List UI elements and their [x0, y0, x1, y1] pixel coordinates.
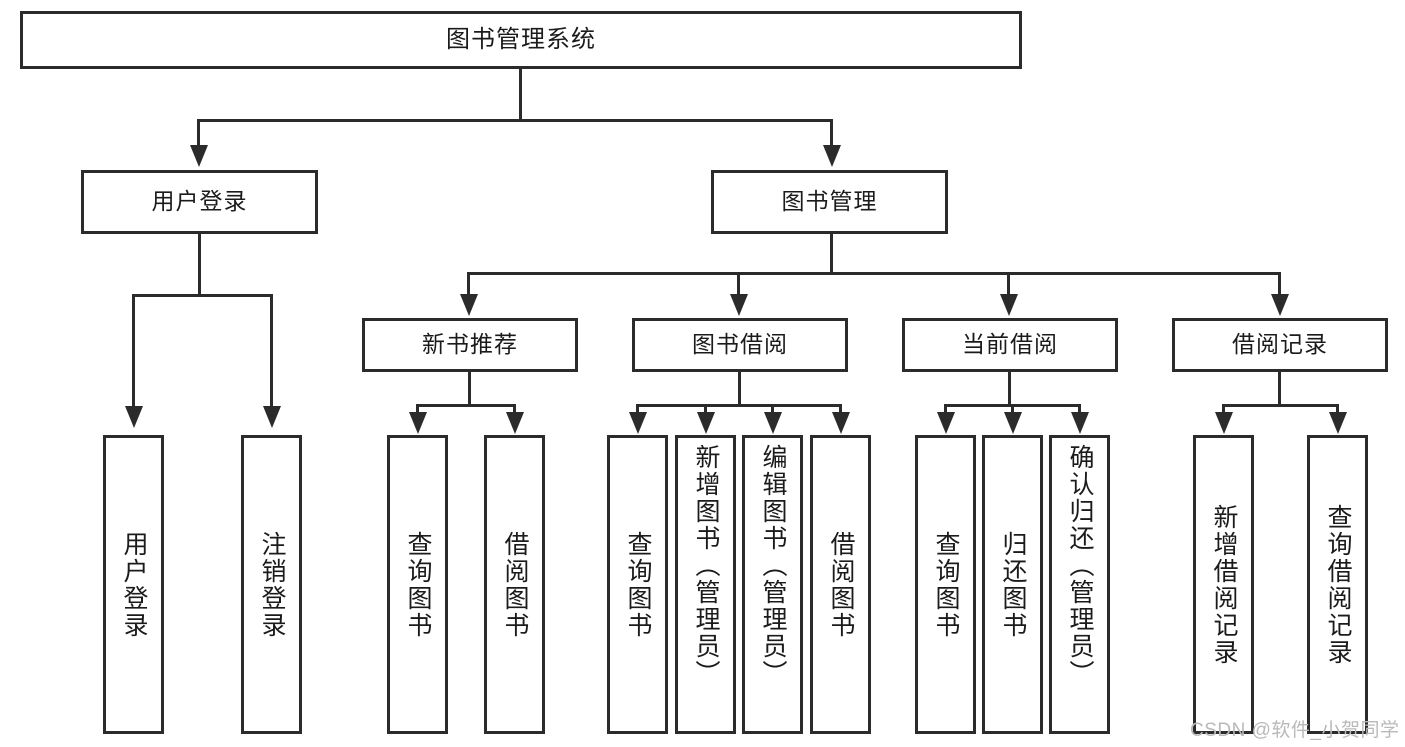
connector-bm-to-current-borrow: [1007, 272, 1010, 296]
leaf-label: 确认归还（管理员）: [1066, 444, 1094, 687]
connector-bb-to-leaf-1: [636, 404, 639, 414]
leaf-add-borrow-record[interactable]: 新增借阅记录: [1193, 435, 1254, 734]
connector-book-management-bus: [467, 272, 1281, 275]
arrowhead-bb-to-leaf-1: [629, 412, 647, 434]
arrowhead-user-login-to-leaf-1: [125, 406, 143, 428]
connector-user-login-to-leaf-2: [270, 294, 273, 408]
arrowhead-root-to-user-login: [190, 145, 208, 167]
arrowhead-bb-to-leaf-2: [697, 412, 715, 434]
connector-cb-to-leaf-2: [1011, 404, 1014, 414]
arrowhead-cb-to-leaf-3: [1071, 412, 1089, 434]
connector-br-to-leaf-2: [1336, 404, 1339, 414]
leaf-label: 用户登录: [120, 530, 148, 639]
connector-bm-to-borrow-record: [1278, 272, 1281, 296]
csdn-watermark: CSDN @软件_小贺同学: [1190, 720, 1400, 741]
connector-user-login-to-leaf-1: [132, 294, 135, 408]
connector-new-book-to-leaf-2: [513, 404, 516, 414]
node-user-login[interactable]: 用户登录: [81, 170, 318, 234]
arrowhead-cb-to-leaf-1: [937, 412, 955, 434]
connector-current-borrow-stem: [1008, 372, 1011, 406]
connector-cb-to-leaf-1: [944, 404, 947, 414]
leaf-label: 借阅图书: [827, 530, 855, 639]
node-new-book-recommend[interactable]: 新书推荐: [362, 318, 578, 372]
arrowhead-bm-to-current-borrow: [1000, 294, 1018, 316]
node-book-management[interactable]: 图书管理: [711, 170, 948, 234]
arrowhead-bm-to-new-book: [460, 294, 478, 316]
node-book-borrow[interactable]: 图书借阅: [632, 318, 848, 372]
leaf-query-borrow-record[interactable]: 查询借阅记录: [1307, 435, 1368, 734]
arrowhead-br-to-leaf-1: [1215, 412, 1233, 434]
connector-br-to-leaf-1: [1222, 404, 1225, 414]
leaf-borrow-book-recommend[interactable]: 借阅图书: [484, 435, 545, 734]
leaf-label: 注销登录: [258, 530, 286, 639]
leaf-label: 新增借阅记录: [1210, 503, 1238, 666]
node-current-borrow[interactable]: 当前借阅: [902, 318, 1118, 372]
leaf-label: 新增图书（管理员）: [692, 444, 720, 687]
connector-book-borrow-stem: [738, 372, 741, 406]
connector-root-stem: [519, 69, 522, 121]
leaf-user-login[interactable]: 用户登录: [103, 435, 164, 734]
leaf-label: 编辑图书（管理员）: [759, 444, 787, 687]
arrowhead-bm-to-borrow-record: [1271, 294, 1289, 316]
leaf-query-book-recommend[interactable]: 查询图书: [387, 435, 448, 734]
connector-borrow-record-bus: [1222, 404, 1338, 407]
arrowhead-bb-to-leaf-3: [764, 412, 782, 434]
connector-book-borrow-bus: [636, 404, 842, 407]
connector-bb-to-leaf-3: [771, 404, 774, 414]
connector-bm-to-book-borrow: [737, 272, 740, 296]
arrowhead-bb-to-leaf-4: [832, 412, 850, 434]
leaf-query-book-borrow[interactable]: 查询图书: [607, 435, 668, 734]
leaf-label: 借阅图书: [501, 530, 529, 639]
leaf-label: 查询图书: [624, 530, 652, 639]
connector-user-login-stem: [198, 234, 201, 296]
arrowhead-root-to-book-management: [823, 145, 841, 167]
leaf-label: 归还图书: [999, 530, 1027, 639]
arrowhead-bm-to-book-borrow: [730, 294, 748, 316]
arrowhead-new-book-to-leaf-1: [409, 412, 427, 434]
leaf-edit-book-admin[interactable]: 编辑图书（管理员）: [742, 435, 803, 734]
connector-new-book-bus: [416, 404, 515, 407]
connector-user-login-bus: [132, 294, 272, 297]
arrowhead-user-login-to-leaf-2: [263, 406, 281, 428]
arrowhead-br-to-leaf-2: [1329, 412, 1347, 434]
connector-cb-to-leaf-3: [1078, 404, 1081, 414]
leaf-add-book-admin[interactable]: 新增图书（管理员）: [675, 435, 736, 734]
leaf-logout-login[interactable]: 注销登录: [241, 435, 302, 734]
connector-bb-to-leaf-2: [704, 404, 707, 414]
leaf-confirm-return-admin[interactable]: 确认归还（管理员）: [1049, 435, 1110, 734]
connector-borrow-record-stem: [1278, 372, 1281, 406]
node-root-book-management-system[interactable]: 图书管理系统: [20, 11, 1022, 69]
arrowhead-cb-to-leaf-2: [1004, 412, 1022, 434]
leaf-query-book-current[interactable]: 查询图书: [915, 435, 976, 734]
leaf-label: 查询借阅记录: [1324, 503, 1352, 666]
leaf-borrow-book[interactable]: 借阅图书: [810, 435, 871, 734]
leaf-return-book[interactable]: 归还图书: [982, 435, 1043, 734]
connector-bb-to-leaf-4: [839, 404, 842, 414]
connector-root-to-book-management: [830, 119, 833, 147]
connector-root-to-user-login: [197, 119, 200, 147]
connector-root-bus: [197, 119, 833, 122]
connector-new-book-stem: [468, 372, 471, 406]
connector-bm-to-new-book: [467, 272, 470, 296]
leaf-label: 查询图书: [404, 530, 432, 639]
arrowhead-new-book-to-leaf-2: [506, 412, 524, 434]
leaf-label: 查询图书: [932, 530, 960, 639]
node-borrow-record[interactable]: 借阅记录: [1172, 318, 1388, 372]
connector-new-book-to-leaf-1: [416, 404, 419, 414]
connector-book-management-stem: [830, 233, 833, 274]
